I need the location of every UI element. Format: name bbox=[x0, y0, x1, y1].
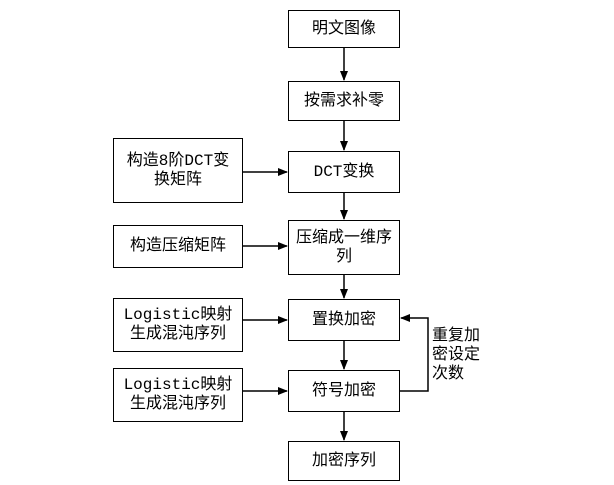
node-permute-encrypt-label: 置换加密 bbox=[311, 310, 376, 329]
node-compression-matrix-label: 构造压缩矩阵 bbox=[129, 237, 226, 255]
node-compress-label: 压缩成一维序 列 bbox=[295, 228, 392, 266]
node-sign-encrypt-label: 符号加密 bbox=[311, 381, 376, 400]
node-dct-matrix-label: 构造8阶DCT变 换矩阵 bbox=[126, 151, 230, 189]
node-plain-image: 明文图像 bbox=[288, 10, 400, 48]
node-pad-zeros-label: 按需求补零 bbox=[303, 91, 384, 110]
node-cipher-sequence: 加密序列 bbox=[288, 441, 400, 481]
feedback-annotation: 重复加 密设定 次数 bbox=[432, 327, 481, 383]
node-permute-encrypt: 置换加密 bbox=[288, 299, 400, 341]
node-pad-zeros: 按需求补零 bbox=[288, 81, 400, 121]
node-plain-image-label: 明文图像 bbox=[311, 19, 376, 38]
node-logistic-map-1-label: Logistic映射 生成混沌序列 bbox=[123, 306, 233, 343]
node-sign-encrypt: 符号加密 bbox=[288, 370, 400, 412]
node-cipher-sequence-label: 加密序列 bbox=[311, 451, 376, 470]
node-dct-transform-label: DCT变换 bbox=[313, 162, 375, 181]
node-dct-matrix: 构造8阶DCT变 换矩阵 bbox=[113, 138, 243, 203]
node-logistic-map-2-label: Logistic映射 生成混沌序列 bbox=[123, 376, 233, 413]
node-logistic-map-2: Logistic映射 生成混沌序列 bbox=[113, 368, 243, 422]
node-compression-matrix: 构造压缩矩阵 bbox=[113, 225, 243, 268]
node-logistic-map-1: Logistic映射 生成混沌序列 bbox=[113, 298, 243, 352]
feedback-loop-arrow bbox=[400, 314, 429, 392]
node-dct-transform: DCT变换 bbox=[288, 151, 400, 193]
node-compress: 压缩成一维序 列 bbox=[288, 220, 400, 275]
